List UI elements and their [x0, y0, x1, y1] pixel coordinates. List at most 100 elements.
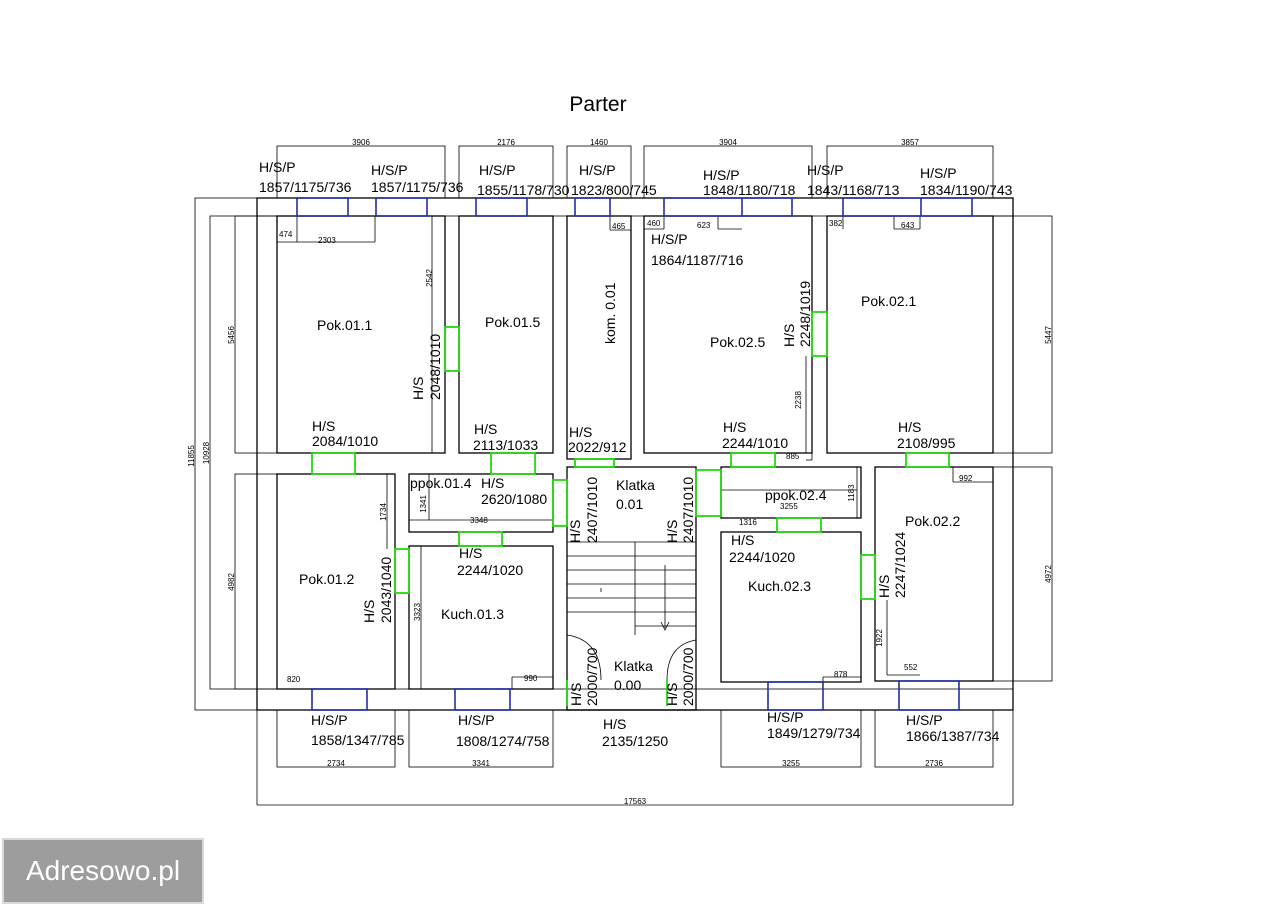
window-size: 1858/1347/785: [311, 732, 405, 748]
door-label: H/S: [410, 377, 426, 400]
dimension-label: 2542: [425, 269, 434, 287]
dimension-label: 474: [279, 230, 293, 239]
dimension-label: 3255: [780, 502, 798, 511]
room-label-kom-0-01: kom. 0.01: [602, 282, 618, 344]
window-label: H/S/P: [651, 231, 688, 247]
window-label: H/S/P: [479, 162, 516, 178]
dimension-label: 465: [612, 222, 626, 231]
door-label: H/S: [781, 324, 797, 347]
doors: [311, 311, 950, 706]
dimension-label: 878: [834, 670, 848, 679]
dimension-label: 2176: [497, 138, 515, 147]
window-label: H/S/P: [371, 162, 408, 178]
door-label: H/S: [481, 475, 504, 491]
door-size: 2108/995: [897, 435, 956, 451]
door-size: 2407/1010: [680, 477, 696, 543]
dimension-label: 17563: [624, 797, 647, 806]
window-label: H/S/P: [579, 162, 616, 178]
window-labels: H/S/P 1857/1175/736 H/S/P 1857/1175/736 …: [259, 159, 1013, 749]
window-size: 1866/1387/734: [906, 728, 1000, 744]
dimension-label: 2734: [327, 759, 345, 768]
door-size: 2244/1020: [457, 562, 523, 578]
door-size: 2244/1010: [722, 435, 788, 451]
door-label: H/S: [459, 545, 482, 561]
door-label: H/S: [723, 419, 746, 435]
door-label: H/S: [567, 520, 583, 543]
room-label-pok-02-5: Pok.02.5: [710, 334, 765, 350]
dimension-labels: 3906 2176 1460 3904 3857 2734 3341 3255 …: [187, 138, 1053, 806]
room-label-pok-01-2: Pok.01.2: [299, 571, 354, 587]
room-label-kuch-02-3: Kuch.02.3: [748, 578, 811, 594]
door-size: 2022/912: [568, 439, 627, 455]
dimension-label: 4982: [227, 573, 236, 591]
dimension-label: 1341: [419, 495, 428, 513]
room-label-kuch-01-3: Kuch.01.3: [441, 606, 504, 622]
room-label-pok-02-1: Pok.02.1: [861, 293, 916, 309]
window-size: 1843/1168/713: [807, 182, 900, 198]
door-label: H/S: [664, 520, 680, 543]
floor-title: Parter: [569, 93, 626, 116]
door-label: H/S: [569, 424, 592, 440]
window-label: H/S/P: [703, 167, 740, 183]
window-size: 1848/1180/718: [703, 182, 796, 198]
window-label: H/S/P: [906, 712, 943, 728]
dimension-label: 460: [647, 219, 661, 228]
door-label: H/S: [361, 600, 377, 623]
door-size: 2248/1019: [797, 281, 813, 347]
door-size: 2407/1010: [584, 477, 600, 543]
door-label: H/S: [876, 575, 892, 598]
dimension-label: 552: [904, 663, 918, 672]
staircase: [566, 541, 697, 681]
door-size: 2135/1250: [602, 733, 668, 749]
door-label: H/S: [603, 716, 626, 732]
dimension-label: 3904: [719, 138, 737, 147]
door-size: 2043/1040: [378, 557, 394, 623]
door-labels: H/S 2084/1010 H/S 2113/1033 H/S 2022/912…: [312, 281, 956, 749]
door-label: H/S: [312, 418, 335, 434]
window-label: H/S/P: [807, 162, 844, 178]
room-walls: [276, 215, 994, 711]
door-size: 2084/1010: [312, 433, 378, 449]
window-size: 1864/1187/716: [651, 252, 744, 268]
dimension-label: 3323: [413, 603, 422, 621]
door-size: 2000/700: [680, 647, 696, 706]
window-label: H/S/P: [767, 709, 804, 725]
room-label-ppok-02-4: ppok.02.4: [765, 487, 827, 503]
window-size: 1849/1279/734: [767, 725, 861, 741]
dimension-label: 11855: [187, 445, 196, 467]
dimension-label: 885: [786, 452, 800, 461]
dimension-label: 382: [829, 219, 843, 228]
dimension-label: 820: [287, 675, 301, 684]
dimension-label: 2736: [925, 759, 943, 768]
window-size: 1808/1274/758: [456, 733, 550, 749]
room-label-pok-01-5: Pok.01.5: [485, 314, 540, 330]
dimension-label: 1460: [590, 138, 608, 147]
room-labels: Pok.01.1 Pok.01.5 kom. 0.01 Pok.02.5 Pok…: [299, 282, 960, 693]
dimension-label: 2238: [794, 391, 803, 409]
window-label: H/S/P: [458, 712, 495, 728]
dimension-label: 3906: [352, 138, 370, 147]
dimension-label: 3857: [901, 138, 919, 147]
room-label-klatka-0-00: Klatka: [614, 658, 653, 674]
room-number-klatka-0-00: 0.00: [614, 677, 641, 693]
door-size: 2048/1010: [427, 334, 443, 400]
dimension-label: 4972: [1044, 565, 1053, 583]
door-size: 2113/1033: [473, 437, 538, 453]
door-size: 2620/1080: [481, 491, 547, 507]
room-label-klatka-0-01: Klatka: [616, 477, 655, 493]
window-label: H/S/P: [920, 165, 957, 181]
door-size: 2244/1020: [729, 549, 795, 565]
dimension-label: 992: [959, 474, 973, 483]
dimension-label: 990: [524, 674, 538, 683]
dimension-label: 3348: [470, 516, 488, 525]
windows: [296, 197, 973, 711]
window-size: 1857/1175/736: [371, 179, 464, 195]
room-label-pok-02-2: Pok.02.2: [905, 513, 960, 529]
door-label: H/S: [664, 683, 680, 706]
dimension-label: 1734: [379, 503, 388, 521]
dimension-label: 5447: [1044, 326, 1053, 344]
door-label: H/S: [731, 532, 754, 548]
window-label: H/S/P: [259, 159, 296, 175]
dimension-label: 3341: [472, 759, 490, 768]
